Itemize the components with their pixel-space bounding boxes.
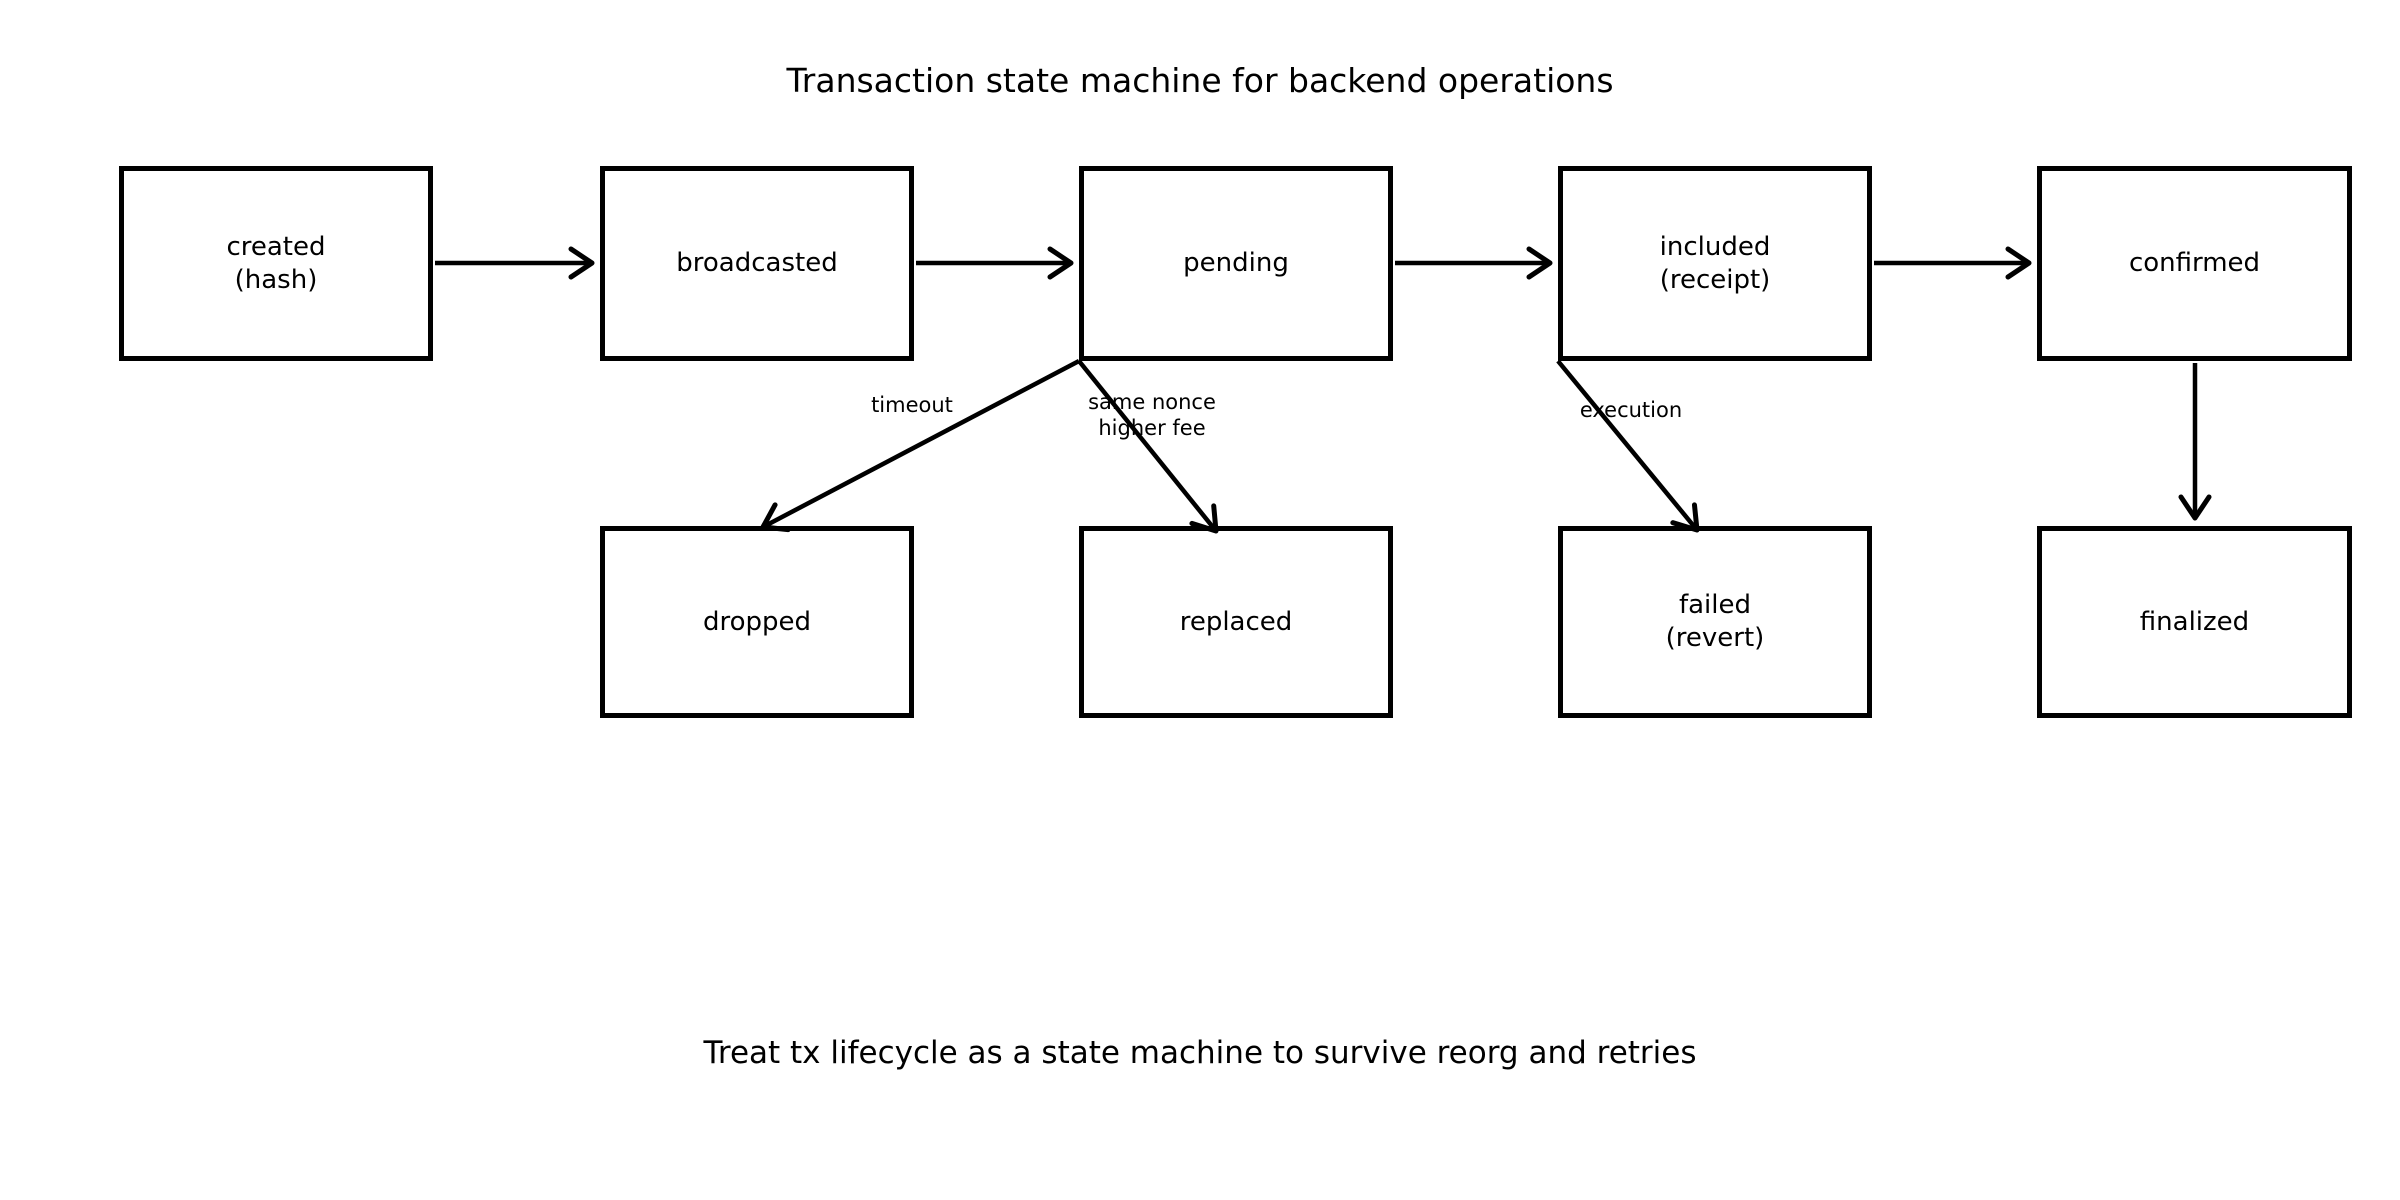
edge-label-timeout: timeout [871, 393, 953, 417]
node-included-label-line2: (receipt) [1659, 264, 1771, 295]
node-broadcasted-label: broadcasted [676, 248, 838, 278]
edge-label-same-nonce-line2: higher fee [1098, 416, 1206, 440]
node-confirmed-label: confirmed [2128, 248, 2261, 278]
edge-label-same-nonce-line1: same nonce [1088, 390, 1216, 414]
node-failed: failed (revert) [1558, 526, 1872, 718]
node-finalized: finalized [2037, 526, 2352, 718]
node-confirmed: confirmed [2037, 166, 2352, 361]
diagram-title: Transaction state machine for backend op… [786, 61, 1614, 100]
node-failed-label-line2: (revert) [1665, 623, 1765, 653]
edge-pending-to-dropped [760, 359, 1081, 533]
edge-pending-to-replaced [1077, 359, 1219, 534]
node-created-label-line1: created [226, 231, 326, 262]
node-dropped: dropped [600, 526, 914, 718]
node-created-label-line2: (hash) [234, 264, 318, 295]
node-replaced: replaced [1079, 526, 1393, 718]
node-included: included (receipt) [1558, 166, 1872, 361]
node-pending-label: pending [1183, 248, 1289, 278]
node-failed-label-line1: failed [1678, 590, 1752, 620]
node-broadcasted: broadcasted [600, 166, 914, 361]
node-included-label-line1: included [1659, 231, 1771, 262]
edge-label-same-nonce: same nonce higher fee [1088, 389, 1216, 441]
node-pending: pending [1079, 166, 1393, 361]
node-finalized-label: finalized [2139, 606, 2250, 637]
node-created: created (hash) [119, 166, 433, 361]
node-dropped-label: dropped [702, 606, 812, 637]
edge-label-execution: execution [1579, 398, 1683, 422]
edge-included-to-failed [1556, 359, 1700, 533]
node-replaced-label: replaced [1179, 606, 1293, 637]
diagram-caption: Treat tx lifecycle as a state machine to… [703, 1035, 1697, 1071]
